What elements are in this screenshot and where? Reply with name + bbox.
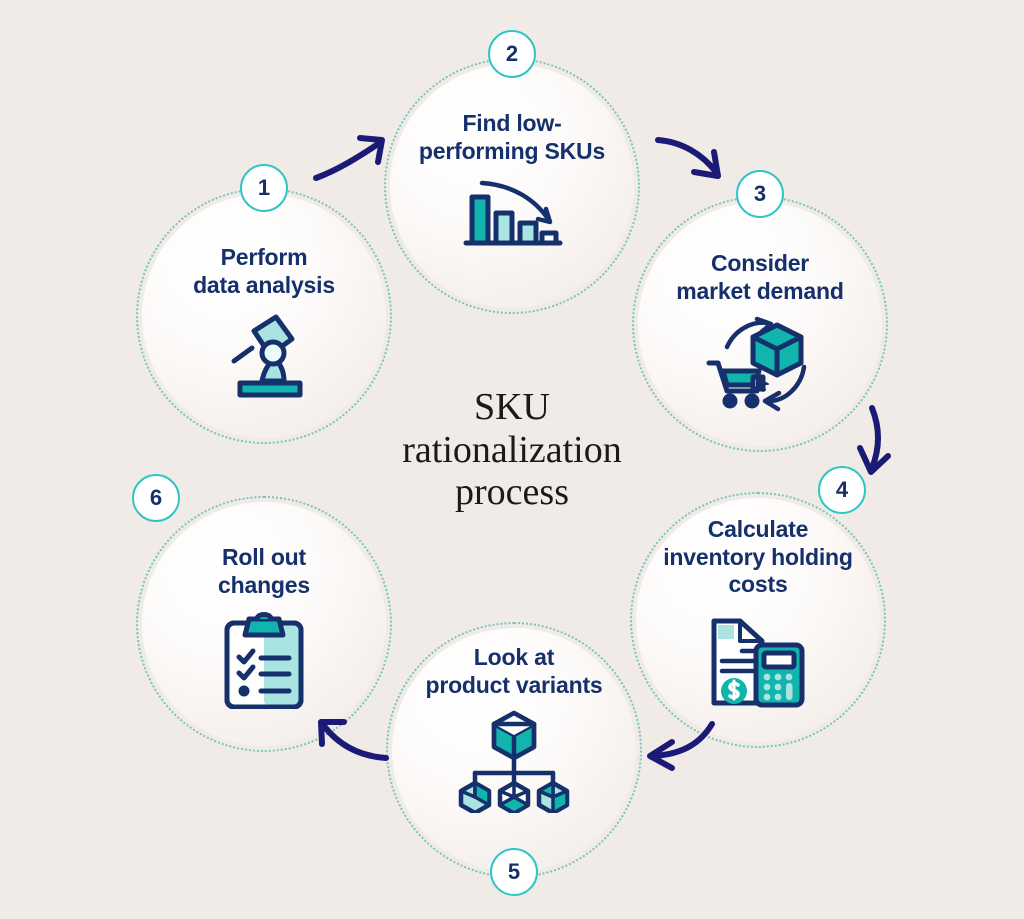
step-node-3[interactable]: Consider market demand (632, 170, 888, 452)
step-node-5[interactable]: Look at product variants (386, 622, 642, 896)
arrow-step-1-to-2 (308, 126, 404, 193)
step-badge-4[interactable]: 4 (818, 466, 866, 514)
step-badge-3[interactable]: 3 (736, 170, 784, 218)
clipboard-checklist-icon (219, 609, 309, 714)
step-label-2: Find low- performing SKUs (418, 110, 606, 164)
step-disc (390, 64, 634, 308)
step-badge-1[interactable]: 1 (240, 164, 288, 212)
step-label-3: Consider market demand (676, 250, 844, 304)
product-variant-tree-icon (451, 709, 577, 818)
arrow-step-3-to-4 (852, 400, 914, 489)
step-label-1: Perform data analysis (193, 244, 335, 298)
step-label-5: Look at product variants (425, 644, 603, 698)
step-badge-6[interactable]: 6 (132, 474, 180, 522)
step-label-4: Calculate inventory holding costs (663, 516, 853, 598)
step-label-6: Roll out changes (218, 544, 310, 598)
step-dotted-ring (630, 492, 886, 748)
shopping-cart-box-cycle-icon (705, 315, 815, 420)
step-dotted-ring (136, 496, 392, 752)
arrow-step-2-to-3 (650, 128, 734, 195)
step-badge-5[interactable]: 5 (490, 848, 538, 896)
arrow-step-4-to-5 (638, 716, 722, 779)
page-title: SKU rationalization process (402, 386, 622, 514)
step-node-1[interactable]: Perform data analysis 1 (136, 164, 392, 444)
step-node-6[interactable]: Roll out changes (132, 474, 392, 752)
declining-bar-chart-icon (460, 175, 564, 262)
step-badge-2[interactable]: 2 (488, 30, 536, 78)
invoice-calculator-icon (706, 609, 810, 714)
step-node-2[interactable]: Find low- performing SKUs 2 (384, 30, 640, 314)
arrow-step-5-to-6 (310, 712, 394, 775)
step-node-4[interactable]: Calculate inventory holding costs (630, 466, 886, 748)
microscope-icon (214, 309, 314, 410)
